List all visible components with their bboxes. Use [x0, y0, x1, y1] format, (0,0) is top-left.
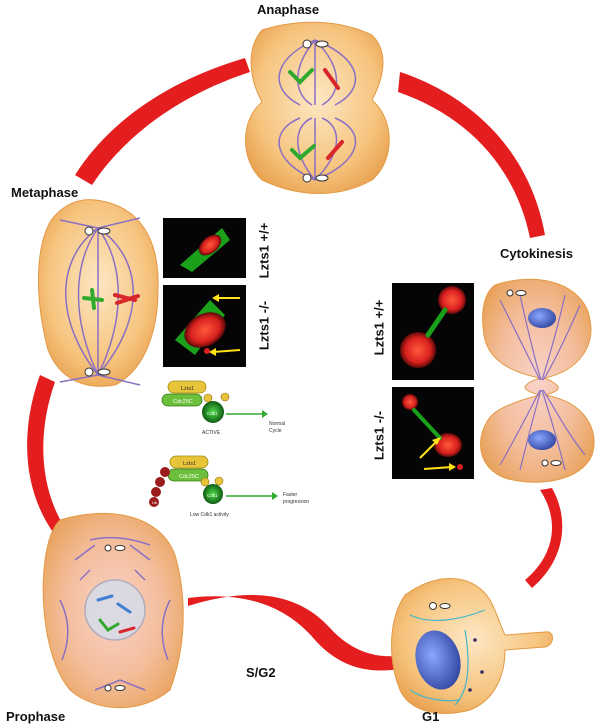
micrograph-cytokinesis-wt [392, 283, 474, 380]
g1-cell [391, 578, 553, 714]
active-protein-top: Lzts1 [181, 386, 194, 392]
anaphase-cell [245, 21, 390, 194]
cycle-arrow-g1-to-cytokinesis [525, 488, 563, 588]
label-g1: G1 [422, 709, 440, 724]
low-outcome-line2: progression [283, 499, 309, 505]
label-cytokinesis: Cytokinesis [500, 246, 573, 261]
label-sg2: S/G2 [246, 665, 276, 680]
cycle-arrow-anaphase-to-cytokinesis [398, 72, 545, 238]
cycle-arrow-metaphase-to-anaphase [75, 58, 250, 185]
label-metaphase-ko: Lzts1 -/- [256, 300, 272, 351]
active-outcome-line2: Cycle [269, 428, 282, 434]
label-cytokinesis-wt: Lzts1 +/+ [371, 299, 387, 356]
active-outcome-line1: Normal [269, 421, 285, 427]
pathway-active [161, 380, 268, 423]
micrograph-metaphase-wt [163, 218, 246, 278]
label-prophase: Prophase [6, 709, 66, 724]
micrograph-metaphase-ko [163, 285, 246, 367]
label-cytokinesis-ko: Lzts1 -/- [371, 410, 387, 461]
pathway-low [149, 455, 278, 507]
active-protein-bottom: Cdc25C [173, 399, 193, 405]
low-state: Low Cdk1 activity [190, 512, 229, 518]
cytokinesis-cell [480, 278, 595, 483]
low-protein-bottom: Cdc25C [179, 474, 199, 480]
label-metaphase-wt: Lzts1 +/+ [256, 222, 272, 279]
prophase-cell [42, 512, 184, 709]
active-state: ACTIVE [202, 430, 221, 436]
label-metaphase: Metaphase [11, 185, 79, 200]
micrograph-cytokinesis-ko [392, 387, 474, 479]
low-protein-top: Lzts1 [183, 461, 196, 467]
cycle-arrow-sg2-to-g1 [188, 594, 405, 671]
metaphase-cell [38, 199, 159, 387]
low-complex-label: Cdk1 [207, 493, 218, 498]
low-outcome-line1: Faster [283, 492, 298, 498]
label-anaphase: Anaphase [257, 2, 320, 17]
cycle-arrow-prophase-to-metaphase [27, 375, 65, 535]
low-ubiquitin-label: Ub [152, 500, 158, 505]
active-complex-label: Cdk1 [207, 411, 218, 416]
